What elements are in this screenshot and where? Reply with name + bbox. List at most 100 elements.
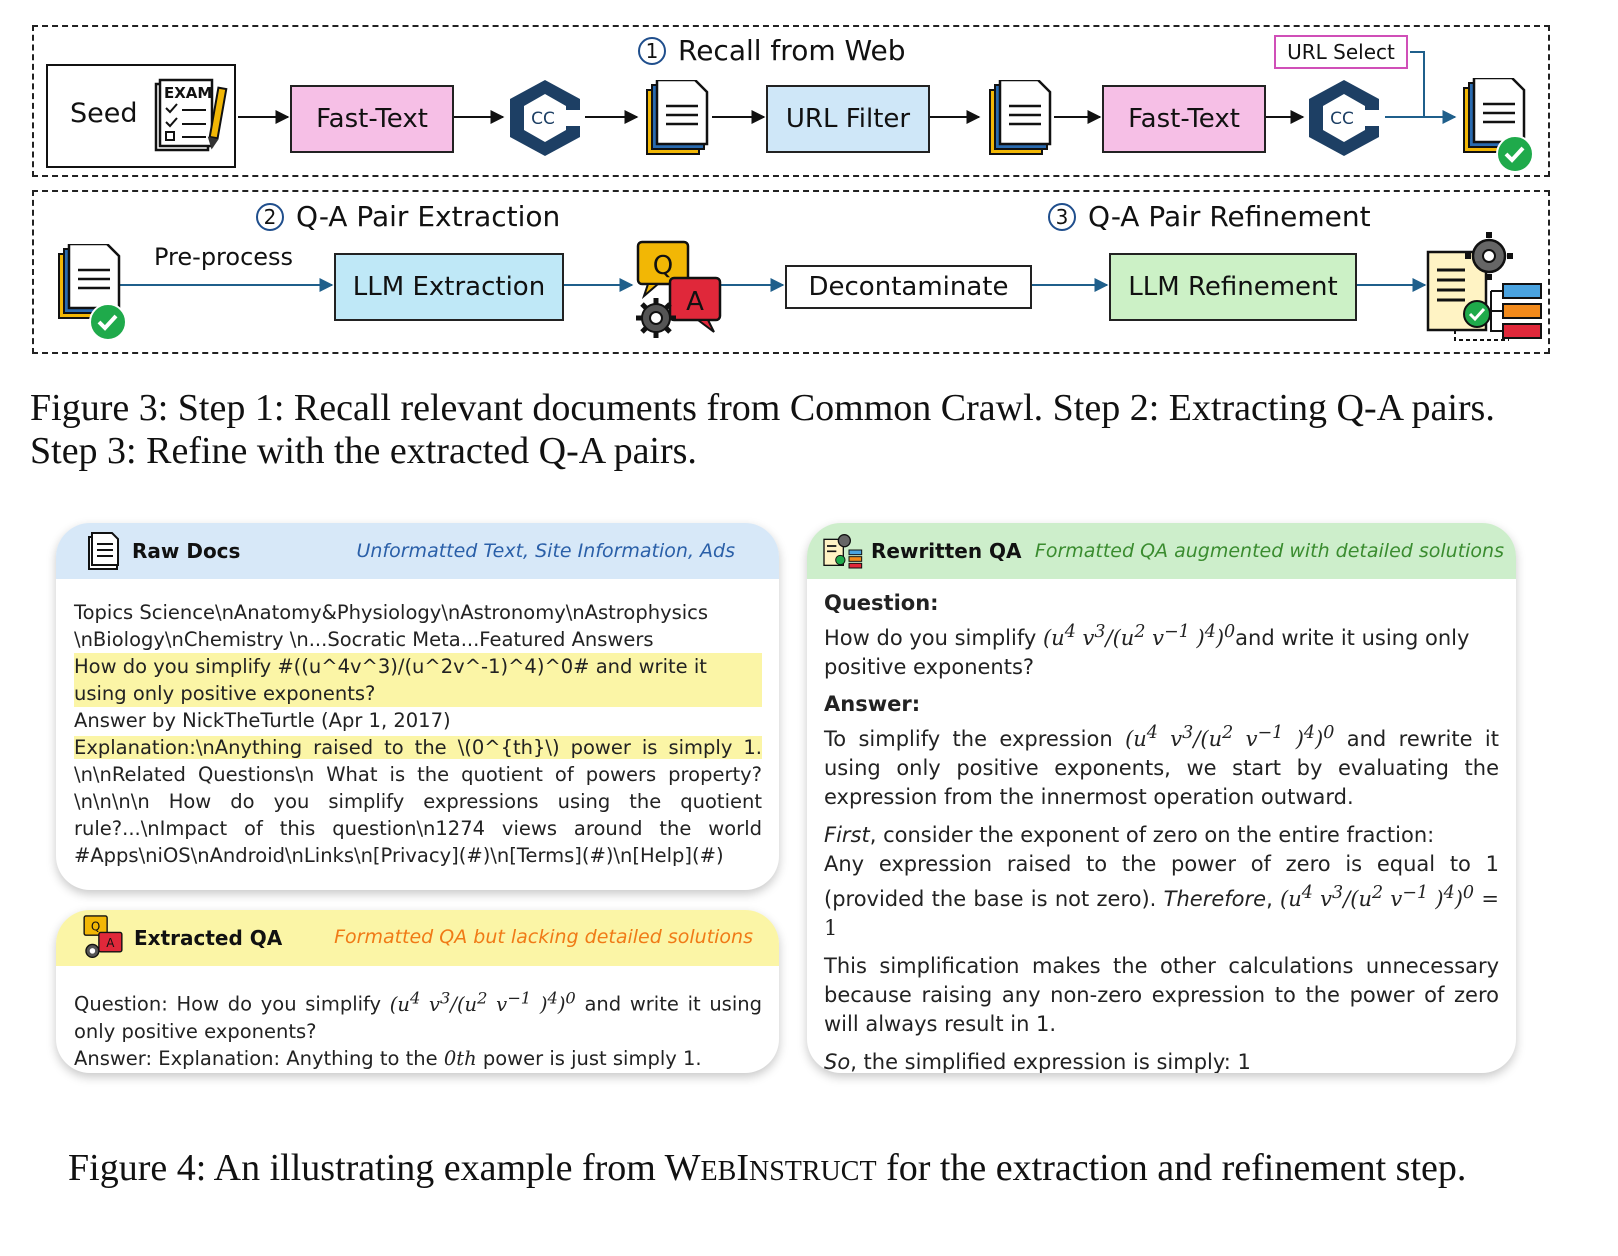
therefore-comma: , xyxy=(1266,887,1281,911)
recall-panel xyxy=(32,25,1550,177)
checked-document-icon xyxy=(1463,78,1534,173)
rewritten-qa-body: Question: How do you simplify (u4 v3/(u2… xyxy=(824,589,1499,1073)
seed-box: Seed EXAM xyxy=(46,64,236,168)
url-select-box: URL Select xyxy=(1274,35,1408,69)
extracted-qa-card: Q A Extracted QA Formatted QA but lackin… xyxy=(56,910,779,1073)
step1-number: 1 xyxy=(638,36,666,65)
raw-docs-title: Raw Docs xyxy=(132,539,241,563)
step3-title: 3 Q-A Pair Refinement xyxy=(1048,200,1371,233)
step3-number: 3 xyxy=(1048,202,1076,231)
raw-docs-rest: Explanation:\nAnything raised to the \(0… xyxy=(74,734,762,869)
answer-3-text: Any expression raised to the power of ze… xyxy=(824,852,1499,911)
url-select-connector xyxy=(1410,51,1425,117)
url-filter-box: URL Filter xyxy=(766,85,930,153)
first-word: First xyxy=(824,823,870,847)
document-stack-icon xyxy=(646,80,709,155)
raw-docs-trailing-text: \n\nRelated Questions\n What is the quot… xyxy=(74,763,762,867)
decontaminate-box: Decontaminate xyxy=(785,265,1032,309)
document-icon xyxy=(88,532,119,570)
extraction-refinement-panel xyxy=(32,190,1550,354)
cc-text-2: CC xyxy=(1330,109,1354,129)
document-stack-icon xyxy=(989,80,1052,155)
raw-docs-line: Topics Science\nAnatomy&Physiology\nAstr… xyxy=(74,601,709,624)
rewritten-question-suffix: and write it using only positive exponen… xyxy=(824,626,1470,679)
a-letter: A xyxy=(686,287,704,317)
answer-paragraph-2: First, consider the exponent of zero on … xyxy=(824,821,1499,850)
webinstruct-nstruct: NSTRUCT xyxy=(748,1156,877,1187)
common-crawl-icon: CC xyxy=(510,80,582,156)
extracted-qa-subtitle: Formatted QA but lacking detailed soluti… xyxy=(334,926,753,948)
therefore-word: Therefore xyxy=(1163,887,1267,911)
seed-label: Seed xyxy=(70,98,138,129)
checked-document-icon xyxy=(58,244,127,340)
rewritten-qa-header: Rewritten QA Formatted QA augmented with… xyxy=(807,523,1516,579)
step1-label: Recall from Web xyxy=(678,34,906,67)
raw-docs-line: \nBiology\nChemistry \n...Socratic Meta.… xyxy=(74,628,654,651)
step3-label: Q-A Pair Refinement xyxy=(1088,200,1371,233)
raw-docs-line: Answer by NickTheTurtle (Apr 1, 2017) xyxy=(74,709,451,732)
figure4-caption: Figure 4: An illustrating example from W… xyxy=(68,1146,1466,1194)
expression-math: (u4 v3/(u2 v−1 )4)0 xyxy=(1125,723,1335,751)
answer-label: Answer: xyxy=(824,692,921,716)
rewritten-qa-subtitle: Formatted QA augmented with detailed sol… xyxy=(1034,540,1504,562)
extracted-answer-math: 0th xyxy=(443,1046,477,1070)
answer-paragraph-5: So, the simplified expression is simply:… xyxy=(824,1048,1499,1073)
fasttext-box-2: Fast-Text xyxy=(1102,85,1266,153)
extracted-question-prefix: Question: How do you simplify xyxy=(74,992,390,1016)
a-glyph: A xyxy=(106,936,115,950)
expression-math: (u4 v3/(u2 v−1 )4)0 = 1 xyxy=(824,883,1499,940)
question-label: Question: xyxy=(824,591,939,615)
extracted-qa-body: Question: How do you simplify (u4 v3/(u2… xyxy=(74,984,762,1072)
answer-paragraph-3: Any expression raised to the power of ze… xyxy=(824,850,1499,943)
answer-paragraph-4: This simplification makes the other calc… xyxy=(824,954,1499,1036)
expression-math: (u4 v3/(u2 v−1 )4)0 xyxy=(389,988,576,1016)
refinement-output-icon xyxy=(1426,232,1542,341)
extracted-answer-suffix: power is just simply 1. xyxy=(476,1046,702,1070)
exam-icon: EXAM xyxy=(154,78,228,152)
common-crawl-icon: CC xyxy=(1309,80,1381,156)
extracted-answer-prefix: Answer: Explanation: Anything to the xyxy=(74,1046,444,1070)
llm-refinement-box: LLM Refinement xyxy=(1109,253,1357,321)
raw-docs-highlight-answer: Explanation:\nAnything raised to the \(0… xyxy=(74,736,762,759)
rewritten-question: How do you simplify (u4 v3/(u2 v−1 )4)0a… xyxy=(824,618,1499,682)
answer-paragraph-1: To simplify the expression (u4 v3/(u2 v−… xyxy=(824,719,1499,812)
raw-docs-header: Raw Docs Unformatted Text, Site Informat… xyxy=(56,523,779,579)
qa-pair-icon: Q A xyxy=(636,240,722,338)
answer-1-suffix: and rewrite it using only positive expon… xyxy=(824,727,1499,809)
step2-number: 2 xyxy=(256,202,284,231)
raw-docs-highlight-question: How do you simplify #((u^4v^3)/(u^2v^-1)… xyxy=(74,653,762,707)
figure4-caption-suffix: for the extraction and refinement step. xyxy=(876,1147,1467,1189)
figure3-caption-line1: Figure 3: Step 1: Recall relevant docume… xyxy=(30,387,1495,429)
raw-docs-subtitle: Unformatted Text, Site Information, Ads xyxy=(356,540,735,562)
step1-title: 1 Recall from Web xyxy=(638,34,906,67)
expression-math: (u4 v3/(u2 v−1 )4)0 xyxy=(1042,622,1236,650)
extracted-question: Question: How do you simplify (u4 v3/(u2… xyxy=(74,984,762,1045)
qa-pair-icon: Q A xyxy=(83,915,123,959)
webinstruct-i: I xyxy=(736,1147,749,1189)
rewritten-qa-title: Rewritten QA xyxy=(871,539,1022,563)
raw-docs-body: Topics Science\nAnatomy&Physiology\nAstr… xyxy=(74,599,762,869)
figure3-caption-line2: Step 3: Refine with the extracted Q-A pa… xyxy=(30,430,697,472)
extracted-qa-title: Extracted QA xyxy=(134,926,283,950)
cc-text-1: CC xyxy=(531,109,555,129)
fasttext-box-1: Fast-Text xyxy=(290,85,454,153)
llm-extraction-box: LLM Extraction xyxy=(334,253,564,321)
webinstruct-w: W xyxy=(664,1147,701,1189)
answer-2-text: , consider the exponent of zero on the e… xyxy=(869,823,1435,847)
webinstruct-eb: EB xyxy=(700,1156,737,1187)
extracted-answer: Answer: Explanation: Anything to the 0th… xyxy=(74,1045,762,1072)
extracted-qa-header: Q A Extracted QA Formatted QA but lackin… xyxy=(56,910,779,966)
raw-docs-card: Raw Docs Unformatted Text, Site Informat… xyxy=(56,523,779,890)
refinement-output-icon xyxy=(823,534,863,569)
exam-text: EXAM xyxy=(164,84,212,102)
pipeline-arrows xyxy=(120,51,1457,292)
q-letter: Q xyxy=(653,251,673,281)
step2-label: Q-A Pair Extraction xyxy=(296,200,561,233)
answer-1-prefix: To simplify the expression xyxy=(824,727,1126,751)
figure4-caption-prefix: Figure 4: An illustrating example from xyxy=(68,1147,665,1189)
so-word: So xyxy=(824,1050,851,1073)
rewritten-question-prefix: How do you simplify xyxy=(824,626,1043,650)
answer-5-text: , the simplified expression is simply: 1 xyxy=(850,1050,1251,1073)
preprocess-label: Pre-process xyxy=(154,243,294,271)
extracted-question-suffix: and write it using only positive exponen… xyxy=(74,992,762,1043)
